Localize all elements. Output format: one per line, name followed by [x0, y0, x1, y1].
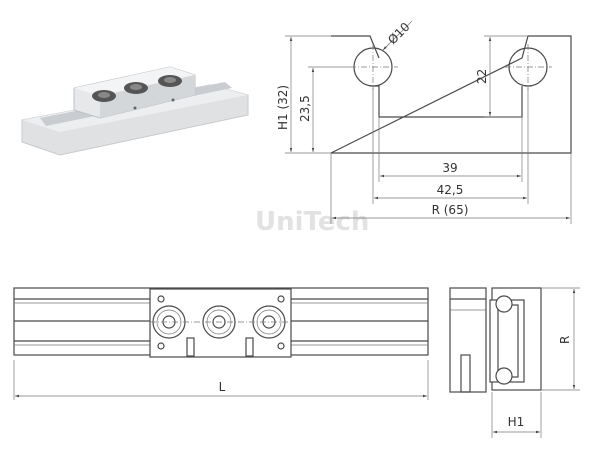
dim-diameter: Ø10: [385, 20, 412, 47]
watermark-logo: UniTech: [255, 207, 369, 237]
product-photo: [21, 66, 249, 156]
dim-end-height: H1: [508, 415, 525, 429]
dim-height-total: H1 (32): [276, 85, 290, 130]
cross-section-view: Ø10 H1 (32) 23,5 22 39 42,5 R (65): [276, 20, 572, 224]
dim-end-width: R: [558, 336, 572, 344]
dim-length: L: [219, 380, 226, 394]
dim-width-total: R (65): [432, 203, 469, 217]
side-view: L: [13, 287, 429, 400]
dim-slot-width: 39: [442, 161, 457, 175]
dim-height-center: 23,5: [298, 95, 312, 122]
rollers: [150, 305, 291, 339]
dim-slot-depth: 22: [475, 69, 489, 84]
end-view: R H1: [449, 287, 580, 438]
dim-hole-spacing: 42,5: [437, 183, 464, 197]
